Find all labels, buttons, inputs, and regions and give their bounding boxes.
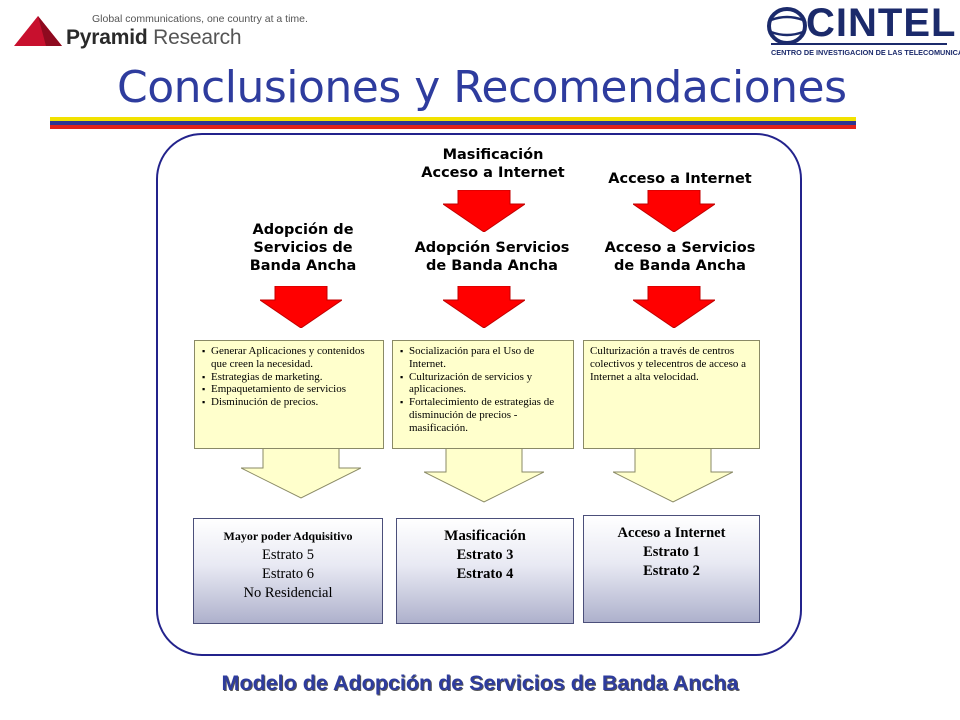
top-heading-acceso: Acceso a Internet	[608, 171, 752, 187]
heading-adopcion-servicios-2: Adopción Servicios de Banda Ancha	[414, 240, 570, 274]
red-arrow-down-icon	[633, 286, 715, 328]
list-item: Generar Aplicaciones y contenidos que cr…	[202, 345, 377, 371]
red-arrow-down-icon	[443, 286, 525, 328]
top-heading-masificacion: Masificación Acceso a Internet	[421, 147, 565, 181]
pyramid-research-logo-icon	[14, 16, 62, 46]
cintel-name: CINTEL	[806, 1, 957, 45]
diagram-frame	[156, 133, 802, 656]
outcome-label: Estrato 3	[456, 547, 514, 563]
red-arrow-down-icon	[633, 190, 715, 232]
list-item: Empaquetamiento de servicios	[202, 383, 377, 396]
red-arrow-down-icon	[260, 286, 342, 328]
outcome-label: Acceso a Internet	[617, 525, 726, 541]
pyramid-research-name: Pyramid Research	[66, 26, 242, 49]
outcome-label: Estrato 4	[456, 566, 514, 582]
stripe-red	[50, 125, 856, 129]
note-box-col2: Socialización para el Uso de Internet. C…	[392, 340, 574, 449]
cintel-divider	[771, 43, 947, 45]
heading-adopcion-servicios: Adopción de Servicios de Banda Ancha	[249, 222, 357, 274]
pyramid-tagline: Global communications, one country at a …	[92, 13, 308, 25]
diagram-caption: Modelo de Adopción de Servicios de Banda…	[221, 671, 739, 695]
yellow-arrow-down-icon	[613, 440, 733, 503]
note-box-col3: Culturización a través de centros colect…	[583, 340, 760, 449]
heading-acceso-servicios: Acceso a Servicios de Banda Ancha	[604, 240, 756, 274]
outcome-label: Masificación	[444, 528, 526, 544]
outcome-box-col1: Mayor poder Adquisitivo Estrato 5 Estrat…	[193, 518, 383, 624]
list-item: Fortalecimiento de estrategias de dismin…	[400, 396, 567, 434]
list-item: Disminución de precios.	[202, 396, 377, 409]
outcome-label: Estrato 1	[643, 544, 700, 560]
outcome-box-col3: Acceso a Internet Estrato 1 Estrato 2	[583, 515, 760, 623]
cintel-subtitle: CENTRO DE INVESTIGACION DE LAS TELECOMUN…	[771, 48, 960, 57]
page-title: Conclusiones y Recomendaciones	[117, 62, 847, 113]
outcome-label: Estrato 5	[262, 547, 314, 563]
list-item: Estrategias de marketing.	[202, 371, 377, 384]
outcome-label: Estrato 6	[262, 566, 314, 582]
stripe-yellow	[50, 117, 856, 121]
outcome-label: Estrato 2	[643, 563, 700, 579]
stripe-blue	[50, 121, 856, 125]
yellow-arrow-down-icon	[424, 440, 544, 503]
cintel-globe-icon	[767, 7, 807, 45]
list-item: Socialización para el Uso de Internet.	[400, 345, 567, 371]
outcome-label: Mayor poder Adquisitivo	[223, 529, 353, 543]
outcome-box-col2: Masificación Estrato 3 Estrato 4	[396, 518, 574, 624]
list-item: Culturización de servicios y aplicacione…	[400, 371, 567, 397]
note-box-col1: Generar Aplicaciones y contenidos que cr…	[194, 340, 384, 449]
outcome-label: No Residencial	[243, 585, 333, 601]
red-arrow-down-icon	[443, 190, 525, 232]
